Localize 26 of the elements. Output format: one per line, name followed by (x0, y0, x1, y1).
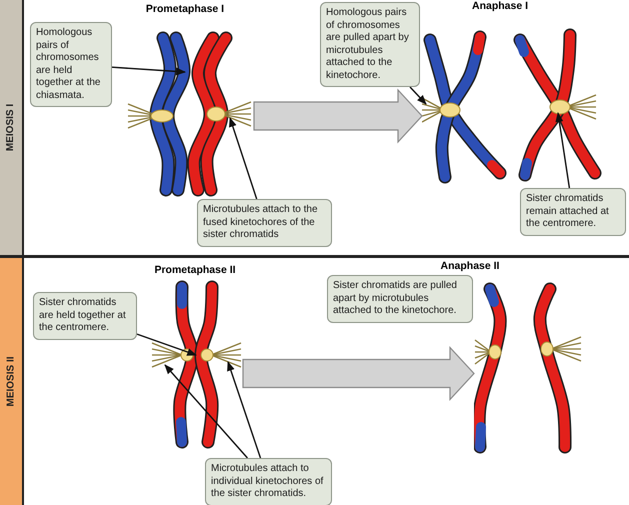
leader-line (409, 86, 427, 105)
chromosome-drawing (126, 30, 254, 197)
section-label: MEIOSIS II (6, 356, 16, 406)
leader-line (555, 112, 570, 188)
callout-box: Sister chromatids are pulled apart by microtubules attached to the kinetochore. (327, 275, 473, 322)
section-band (0, 258, 22, 505)
callout-box: Microtubules attach to the fused kinetochores of the sister chromatids (197, 199, 332, 246)
leader-line (136, 333, 197, 356)
leader-line (164, 364, 248, 458)
callout-box: Microtubules attach to individual kinetochores of the sister chromatids. (205, 458, 332, 505)
phase-title: Anaphase II (440, 260, 500, 272)
phase-title: Prometaphase I (146, 3, 224, 15)
callout-box: Sister chromatids remain attached at the centromere. (520, 188, 626, 236)
callout-box: Homologous pairs of chromosomes are pulled apart by microtubules attached to the kinetochore. (320, 2, 420, 87)
chromosome-drawing (150, 280, 243, 450)
callout-box: Sister chromatids are held together at the centromere. (33, 292, 137, 340)
leader-line (229, 117, 258, 200)
block-arrow (253, 88, 423, 144)
phase-title: Prometaphase II (154, 264, 236, 276)
section-label: MEIOSIS I (6, 104, 16, 152)
callout-box: Homologous pairs of chromosomes are held together at the chiasmata. (30, 22, 112, 107)
block-arrow (242, 346, 475, 402)
leader-line (112, 66, 186, 76)
section-band (0, 0, 22, 255)
phase-title: Anaphase I (472, 0, 528, 12)
leader-line (227, 361, 262, 458)
